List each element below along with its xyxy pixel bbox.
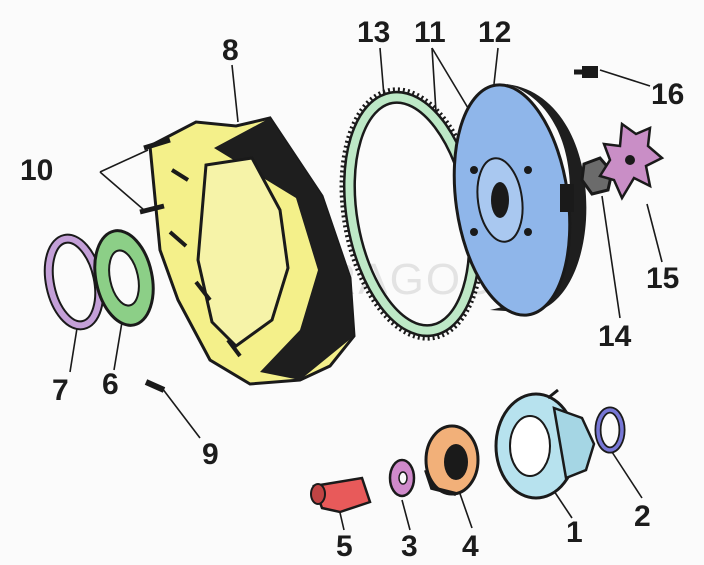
gasket-part-6 [93, 229, 155, 327]
flywheel-part-12 [452, 83, 587, 317]
callout-12: 12 [478, 16, 512, 49]
callout-1: 1 [566, 516, 583, 549]
star-plate-part-15 [598, 121, 665, 201]
leader-lines [69, 47, 663, 531]
leader-6 [113, 321, 123, 371]
leader-7 [69, 321, 79, 373]
housing-shadow [214, 118, 354, 380]
callout-8: 8 [222, 34, 239, 67]
leader-16 [599, 69, 651, 87]
leader-2 [611, 451, 643, 499]
callout-11: 11 [414, 16, 446, 49]
housing-opening [196, 156, 290, 348]
callout-15: 15 [646, 262, 680, 295]
housing-ribs [168, 168, 242, 358]
pin-part-9 [144, 379, 166, 393]
bearing-cover-part-1 [494, 388, 596, 500]
stud-bolt-lower [139, 203, 165, 215]
bell-housing-part-8 [139, 116, 356, 386]
callout-3: 3 [401, 530, 418, 563]
callout-4: 4 [462, 530, 479, 563]
callout-10: 10 [20, 154, 54, 187]
flywheel-bore [491, 182, 509, 218]
callout-13: 13 [357, 16, 391, 49]
leader-15 [646, 203, 663, 263]
o-ring-part-2 [594, 406, 626, 454]
leader-12 [493, 47, 499, 85]
leader-10a [99, 149, 149, 173]
leader-9 [161, 387, 201, 439]
leader-3 [401, 499, 411, 531]
leader-8 [231, 64, 239, 123]
sleeve-part-5 [310, 476, 372, 514]
leader-13 [379, 47, 385, 97]
callout-16: 16 [651, 78, 685, 111]
callout-5: 5 [336, 530, 353, 563]
leader-4 [457, 487, 473, 529]
callout-14: 14 [598, 320, 632, 353]
leader-11a [431, 47, 437, 113]
callout-9: 9 [202, 438, 219, 471]
callout-7: 7 [52, 374, 69, 407]
leader-14 [601, 195, 621, 319]
callout-6: 6 [102, 368, 119, 401]
bearing-part-4 [424, 424, 480, 496]
leader-11b [431, 47, 469, 109]
bolt-part-16 [574, 66, 598, 78]
washer-part-3 [388, 458, 416, 498]
stud-bolt-upper [143, 137, 171, 151]
leader-10b [99, 171, 145, 211]
callout-2: 2 [634, 500, 651, 533]
